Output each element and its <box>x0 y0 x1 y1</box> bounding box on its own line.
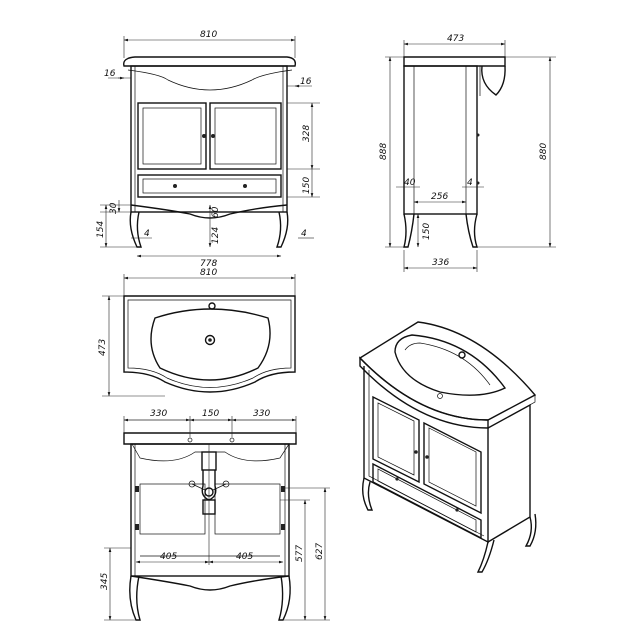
rear-view <box>123 432 297 621</box>
rear-left-leg <box>129 575 141 621</box>
dim-top-depth: 473 <box>98 339 108 356</box>
iso-basin-bowl <box>394 334 507 396</box>
iso-front-left-leg <box>361 477 374 511</box>
front-right-leg <box>276 211 289 248</box>
front-right-door <box>209 102 282 170</box>
iso-drain <box>437 393 443 399</box>
top-basin-bowl <box>150 308 271 381</box>
rear-cabinet-body <box>130 443 290 577</box>
iso-countertop-top <box>358 321 537 421</box>
dim-side-depth: 473 <box>447 34 464 44</box>
dim-front-inner-width: 778 <box>200 259 217 269</box>
front-view <box>123 56 297 248</box>
side-right-leg <box>465 213 478 248</box>
front-right-door-knob <box>211 134 215 138</box>
dim-front-base-height: 154 <box>96 221 106 238</box>
iso-left-door <box>372 395 420 484</box>
side-left-leg <box>403 213 415 248</box>
dim-front-kick-height: 60 <box>211 206 221 218</box>
dim-rear-floor-to-drain: 345 <box>100 573 110 590</box>
dim-top-width: 810 <box>200 268 217 278</box>
dim-front-overall-width: 810 <box>200 30 217 40</box>
top-countertop-outline <box>123 295 296 393</box>
rear-apron <box>130 575 290 591</box>
iso-front-right-leg <box>476 539 495 573</box>
dim-side-leg-inset-left: 40 <box>404 178 416 188</box>
dim-front-base-part-b: 124 <box>211 227 221 244</box>
side-view <box>403 56 506 248</box>
front-drawer-knob-right <box>243 184 247 188</box>
dim-rear-center-section: 150 <box>202 409 219 419</box>
iso-drawer <box>372 462 482 540</box>
dim-front-foot-offset: 4 <box>144 229 150 239</box>
side-countertop <box>403 56 506 67</box>
iso-cabinet-side <box>487 403 531 543</box>
dim-rear-left-section: 330 <box>150 409 167 419</box>
front-view-dimensions: 810 16 16 328 150 154 30 124 60 4 4 778 <box>96 30 320 269</box>
dim-front-door-height: 328 <box>302 125 312 142</box>
iso-countertop-front <box>359 356 489 429</box>
top-drain <box>204 334 216 346</box>
side-view-dimensions: 473 888 880 40 4 256 150 336 <box>379 34 556 272</box>
front-drawer-knob-left <box>173 184 177 188</box>
iso-back-right-leg <box>524 513 537 547</box>
front-left-door <box>137 102 207 170</box>
front-basin-curve <box>127 69 293 91</box>
rear-right-leg <box>278 575 291 621</box>
dim-side-leg-span: 256 <box>431 192 448 202</box>
dim-front-foot-offset-right: 4 <box>301 229 307 239</box>
dim-rear-half-left: 405 <box>160 552 177 562</box>
side-basin-bowl <box>481 65 506 96</box>
front-left-leg <box>129 211 142 248</box>
rear-left-panel <box>139 483 206 535</box>
top-view <box>123 295 296 393</box>
dim-front-overhang-right: 16 <box>300 77 312 87</box>
dim-side-base-depth: 336 <box>432 258 449 268</box>
front-left-door-knob <box>202 134 206 138</box>
dim-front-base-part-a: 30 <box>109 202 119 214</box>
iso-faucet-hole <box>458 351 466 359</box>
rear-countertop <box>123 432 297 445</box>
dim-rear-right-section: 330 <box>253 409 270 419</box>
dim-side-leg-height: 150 <box>422 223 432 240</box>
front-countertop <box>123 56 297 67</box>
front-cabinet-body <box>130 65 288 213</box>
side-cabinet-body <box>403 65 478 215</box>
dim-side-body-height: 880 <box>539 143 549 160</box>
top-faucet-hole <box>208 302 216 310</box>
rear-right-panel <box>214 483 281 535</box>
front-drawer <box>137 174 282 198</box>
dim-rear-height-577: 577 <box>295 545 305 562</box>
dim-rear-height-627: 627 <box>315 543 325 560</box>
dim-front-overhang-left: 16 <box>104 69 116 79</box>
top-view-dimensions: 810 473 <box>98 268 296 397</box>
dim-side-leg-inset-right: 4 <box>467 178 473 188</box>
dim-side-total-height: 888 <box>379 143 389 160</box>
dim-front-drawer-height: 150 <box>302 177 312 194</box>
dim-rear-half-right: 405 <box>236 552 253 562</box>
iso-cabinet-front <box>363 366 489 544</box>
iso-right-door <box>423 421 482 515</box>
rear-view-dimensions: 330 150 330 405 405 345 577 627 <box>100 409 330 621</box>
isometric-view <box>358 321 537 573</box>
